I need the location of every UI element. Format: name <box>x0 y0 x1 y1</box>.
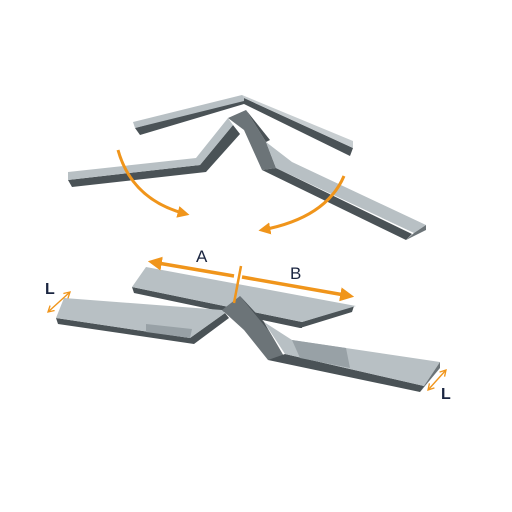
label-b: B <box>290 264 301 283</box>
folded-hinge <box>228 110 276 170</box>
folded-front-left-panel <box>68 118 240 187</box>
unfolded-hinge <box>222 296 285 360</box>
width-dimensions: L L <box>45 281 451 403</box>
folded-ramp <box>68 95 426 240</box>
folded-front-right-panel <box>262 142 426 240</box>
rotation-arrow-right <box>258 175 346 235</box>
label-a: A <box>196 247 208 266</box>
unfolded-left-panel <box>56 298 229 344</box>
unfolded-right-panel <box>264 322 440 392</box>
rotation-arrow-left <box>116 149 190 218</box>
folded-back-left-panel <box>133 95 248 135</box>
width-arrow-left <box>46 291 72 313</box>
span-arrow-b <box>241 275 355 302</box>
unfolded-ramp <box>56 267 440 392</box>
folded-back-right-panel <box>242 95 353 156</box>
hinge-divider <box>232 265 243 304</box>
unfold-arrows <box>116 149 346 235</box>
label-l-left: L <box>45 281 55 298</box>
span-arrow-a <box>147 256 235 278</box>
span-dimensions: A B <box>147 247 355 304</box>
label-l-right: L <box>441 386 451 403</box>
unfolded-upper-panel <box>132 267 356 328</box>
width-arrow-right <box>427 368 447 392</box>
